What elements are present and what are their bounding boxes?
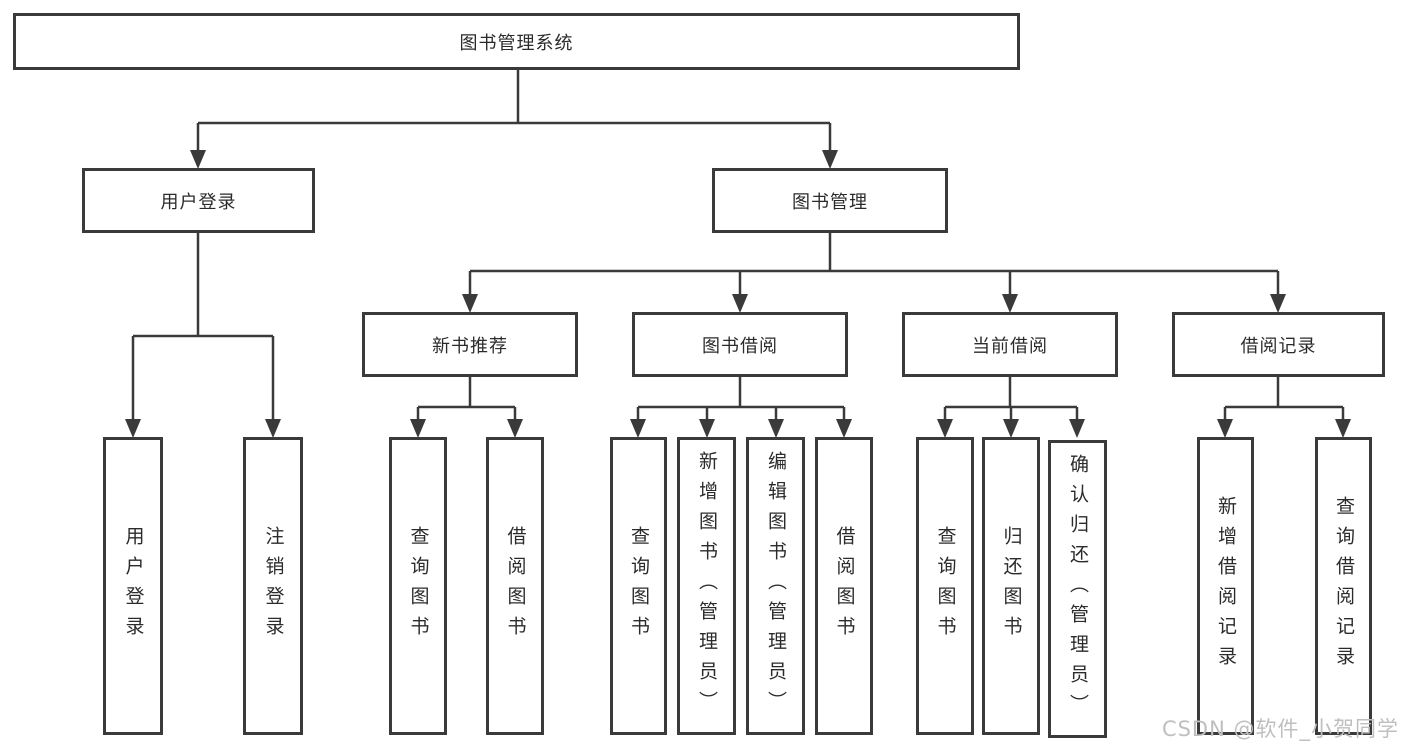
node-book-management-system: 图书管理系统 <box>13 13 1020 70</box>
node-label: 用户登录 <box>160 191 237 213</box>
leaf-label: 查询图书 <box>628 526 650 646</box>
leaf-query-books-recommend: 查询图书 <box>389 437 447 735</box>
leaf-label: 用户登录 <box>122 526 145 646</box>
leaf-label: 新增借阅记录 <box>1215 496 1237 676</box>
node-label: 新书推荐 <box>432 335 508 357</box>
leaf-edit-books-admin: 编辑图书（管理员） <box>746 437 805 735</box>
node-book-management: 图书管理 <box>712 168 948 233</box>
leaf-label: 借阅图书 <box>504 526 527 646</box>
node-current-borrow: 当前借阅 <box>902 312 1118 377</box>
leaf-borrow-books-recommend: 借阅图书 <box>486 437 544 735</box>
leaf-label: 查询图书 <box>934 526 957 646</box>
leaf-label: 归还图书 <box>1000 526 1023 646</box>
leaf-user-login: 用户登录 <box>103 437 163 735</box>
node-label: 图书管理系统 <box>459 32 574 54</box>
leaf-query-books-borrow: 查询图书 <box>610 437 667 735</box>
leaf-return-books: 归还图书 <box>982 437 1040 735</box>
leaf-logout: 注销登录 <box>243 437 303 735</box>
node-user-login: 用户登录 <box>82 168 315 233</box>
leaf-add-books-admin: 新增图书（管理员） <box>677 437 736 735</box>
leaf-label: 查询图书 <box>407 526 430 646</box>
leaf-label: 新增图书（管理员） <box>696 451 718 721</box>
leaf-label: 编辑图书（管理员） <box>765 451 787 721</box>
csdn-watermark: CSDN @软件_小贺同学 <box>1161 717 1399 741</box>
node-label: 图书借阅 <box>702 335 778 357</box>
node-new-book-recommend: 新书推荐 <box>362 312 578 377</box>
leaf-label: 查询借阅记录 <box>1333 496 1355 676</box>
node-label: 借阅记录 <box>1240 335 1317 357</box>
leaf-label: 借阅图书 <box>833 526 856 646</box>
leaf-borrow-books-borrow: 借阅图书 <box>815 437 873 735</box>
node-label: 当前借阅 <box>972 335 1048 357</box>
leaf-label: 确认归还（管理员） <box>1067 454 1089 724</box>
leaf-query-borrow-record: 查询借阅记录 <box>1315 437 1372 735</box>
node-book-borrow: 图书借阅 <box>632 312 848 377</box>
leaf-confirm-return-admin: 确认归还（管理员） <box>1048 440 1107 738</box>
leaf-query-books-current: 查询图书 <box>916 437 974 735</box>
leaf-label: 注销登录 <box>262 526 285 646</box>
node-label: 图书管理 <box>792 191 868 213</box>
leaf-add-borrow-record: 新增借阅记录 <box>1197 437 1254 735</box>
node-borrow-records: 借阅记录 <box>1172 312 1385 377</box>
